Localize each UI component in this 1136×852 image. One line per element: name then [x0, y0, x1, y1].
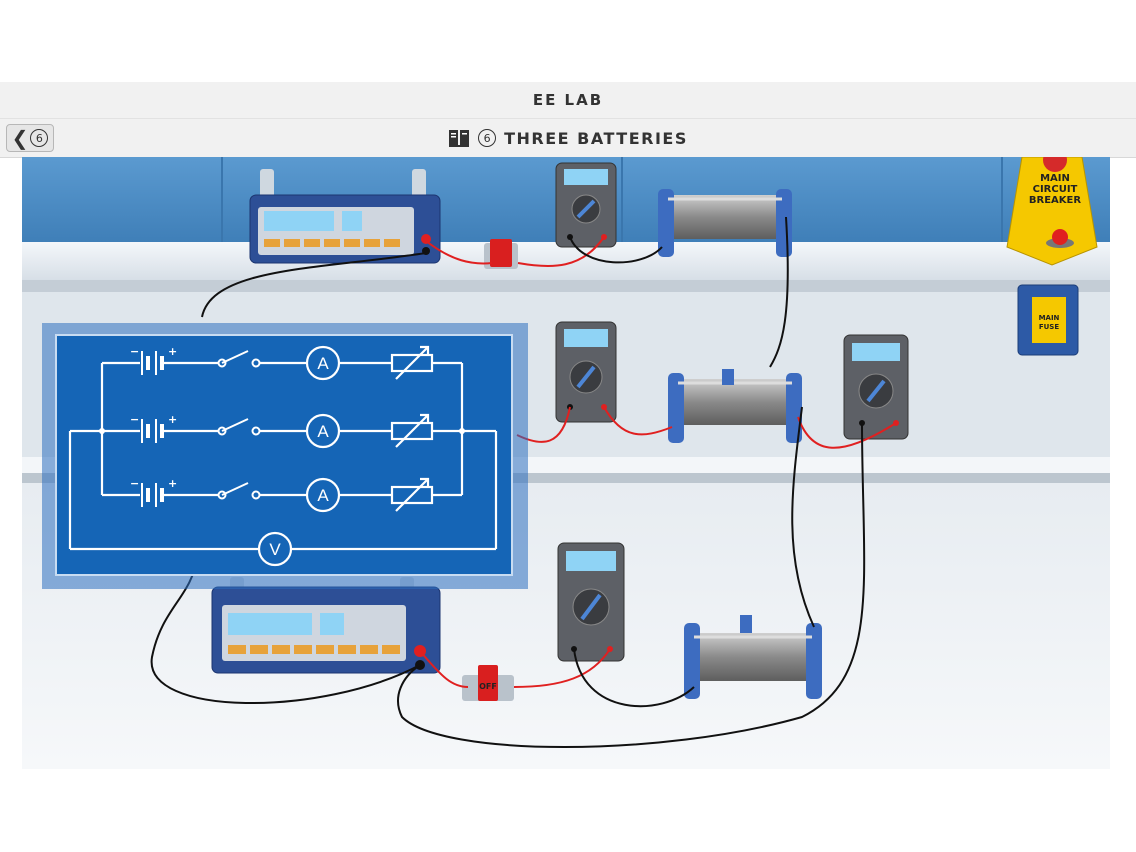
title-bar: EE LAB	[0, 82, 1136, 119]
rheostat-bottom[interactable]	[684, 615, 822, 699]
breaker-label-1: MAIN	[1040, 173, 1070, 184]
ammeter-symbol-1	[305, 345, 341, 381]
plus-sign-3: +	[168, 477, 177, 490]
variable-resistor-1	[390, 353, 434, 373]
rheostat-middle[interactable]	[668, 369, 802, 443]
battery-symbol-3	[141, 483, 164, 507]
ammeter-label-2: A	[317, 422, 329, 441]
app-title: EE LAB	[532, 91, 604, 109]
circuit-schematic-panel: − + − + − + A A A V	[42, 323, 528, 589]
back-chevron-icon: ❮	[11, 126, 29, 150]
ammeter-label-3: A	[317, 486, 329, 505]
minus-sign-1: −	[130, 345, 139, 358]
variable-resistor-2	[390, 421, 434, 441]
voltmeter-right[interactable]	[843, 334, 909, 440]
switch-off-label: OFF	[479, 682, 497, 691]
plus-sign-1: +	[168, 345, 177, 358]
experiment-heading: 6 THREE BATTERIES	[0, 119, 1136, 157]
voltmeter-label: V	[269, 540, 281, 559]
switch-top[interactable]	[484, 239, 518, 269]
multimeter-middle[interactable]	[555, 321, 617, 423]
breaker-label-3: BREAKER	[1029, 195, 1081, 206]
minus-sign-2: −	[130, 413, 139, 426]
battery-symbol-1	[141, 351, 164, 375]
back-button[interactable]: ❮ 6	[6, 124, 54, 152]
fuse-label-2: FUSE	[1039, 323, 1060, 331]
battery-symbol-2	[141, 419, 164, 443]
main-fuse[interactable]: MAIN FUSE	[1017, 284, 1079, 356]
main-circuit-breaker[interactable]: MAIN CIRCUIT BREAKER	[1006, 157, 1098, 266]
fuse-label-1: MAIN	[1039, 314, 1060, 322]
ammeter-symbol-3	[305, 477, 341, 513]
variable-resistor-3	[390, 485, 434, 505]
ammeter-symbol-2	[305, 413, 341, 449]
plus-sign-2: +	[168, 413, 177, 426]
multimeter-top[interactable]	[555, 162, 617, 248]
multimeter-bottom[interactable]	[557, 542, 625, 662]
voltmeter-symbol	[257, 531, 293, 567]
rheostat-top[interactable]	[658, 189, 792, 257]
ammeter-label-1: A	[317, 354, 329, 373]
lab-scene: MAIN CIRCUIT BREAKER MAIN FUSE	[22, 157, 1110, 769]
book-icon[interactable]	[448, 128, 470, 148]
power-supply-bottom[interactable]	[211, 577, 441, 674]
minus-sign-3: −	[130, 477, 139, 490]
wires	[150, 216, 897, 748]
switch-bottom[interactable]: OFF	[462, 665, 514, 701]
back-number-badge: 6	[30, 129, 49, 147]
breaker-label-2: CIRCUIT	[1033, 184, 1078, 195]
nav-bar: ❮ 6 6 THREE BATTERIES	[0, 119, 1136, 158]
experiment-number-badge: 6	[478, 129, 497, 147]
power-supply-top[interactable]	[249, 169, 441, 264]
experiment-title: THREE BATTERIES	[504, 128, 688, 148]
